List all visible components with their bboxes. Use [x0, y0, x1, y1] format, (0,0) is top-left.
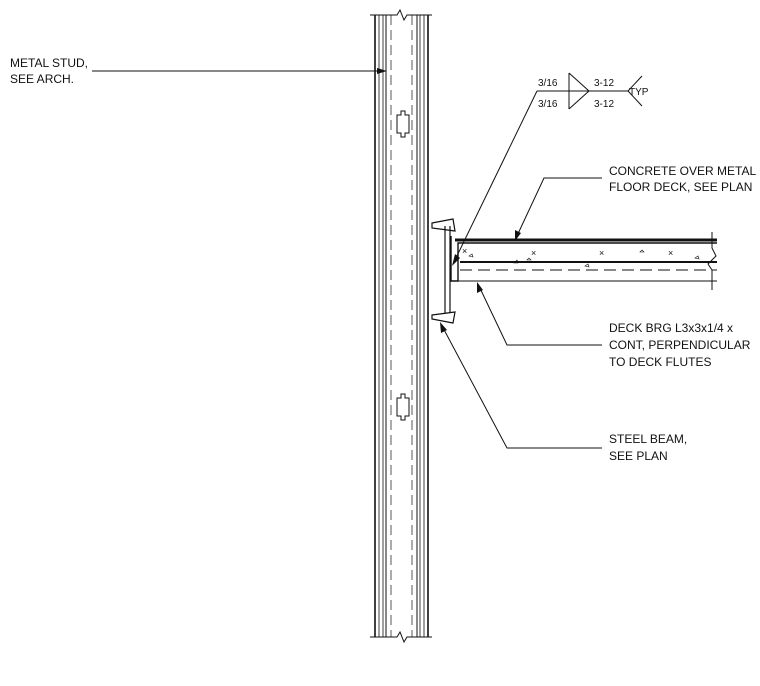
- weld-length-top: 3-12: [594, 78, 614, 89]
- leader-steel-beam: [440, 322, 602, 449]
- weld-length-bottom: 3-12: [594, 99, 614, 110]
- svg-text:×: ×: [531, 248, 536, 258]
- leader-metal-stud: [92, 68, 387, 74]
- steel-beam-section: [431, 218, 456, 324]
- callout-deck-bearing: DECK BRG L3x3x1/4 x CONT, PERPENDICULAR …: [609, 321, 751, 369]
- weld-size-bottom: 3/16: [538, 99, 558, 110]
- callout-concrete-deck-line-1: CONCRETE OVER METAL: [609, 164, 756, 178]
- callout-metal-stud-line-2: SEE ARCH.: [10, 72, 74, 86]
- callout-concrete-deck: CONCRETE OVER METAL FLOOR DECK, SEE PLAN: [609, 164, 756, 194]
- svg-text:×: ×: [462, 246, 467, 256]
- stud-knockout-upper: [396, 110, 410, 138]
- stud-knockout-lower: [396, 393, 410, 421]
- break-line-top: [370, 8, 432, 22]
- callout-steel-beam-line-1: STEEL BEAM,: [609, 432, 687, 446]
- svg-text:×: ×: [668, 248, 673, 258]
- leader-concrete-deck: [515, 177, 602, 241]
- callout-deck-bearing-line-1: DECK BRG L3x3x1/4 x: [609, 321, 733, 335]
- weld-symbol: 3/16 3/16 3-12 3-12 TYP: [452, 72, 649, 266]
- break-line-bottom: [370, 630, 432, 644]
- callout-steel-beam-line-2: SEE PLAN: [609, 449, 668, 463]
- metal-stud-column: [374, 15, 429, 637]
- callout-steel-beam: STEEL BEAM, SEE PLAN: [609, 432, 687, 463]
- svg-text:×: ×: [599, 248, 604, 258]
- weld-size-top: 3/16: [538, 78, 558, 89]
- callout-metal-stud-line-1: METAL STUD,: [10, 56, 88, 70]
- callout-metal-stud: METAL STUD, SEE ARCH.: [10, 56, 88, 86]
- concrete-floor-deck: × × × ×: [455, 232, 717, 290]
- callout-deck-bearing-line-2: CONT, PERPENDICULAR: [609, 338, 751, 352]
- leader-deck-bearing: [477, 282, 602, 346]
- weld-tail-note: TYP: [629, 87, 649, 98]
- callout-concrete-deck-line-2: FLOOR DECK, SEE PLAN: [609, 180, 752, 194]
- deck-bearing-angle: [450, 236, 717, 282]
- callout-deck-bearing-line-3: TO DECK FLUTES: [609, 355, 711, 369]
